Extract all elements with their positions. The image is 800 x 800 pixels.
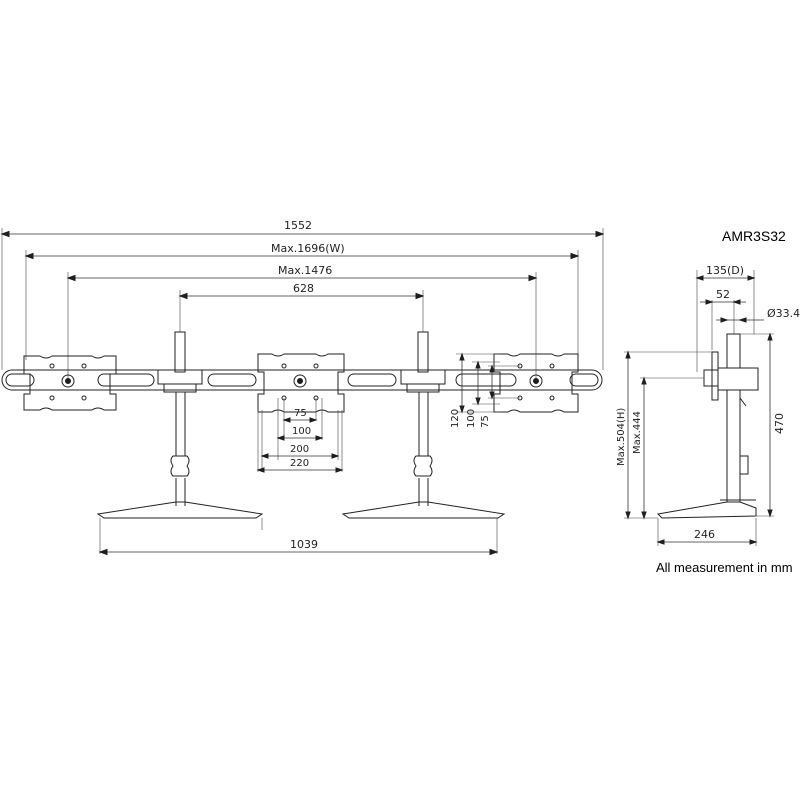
vert-100-label: 100: [466, 409, 477, 428]
vertical-plate-dimensions: 120 100 75: [450, 352, 520, 428]
dim-base-width-label: 1039: [290, 538, 318, 551]
dim-max-span-label: Max.1476: [278, 264, 332, 277]
model-label: AMR3S32: [722, 228, 786, 244]
vesa-plate-left: [23, 355, 117, 411]
vert-120-label: 120: [450, 409, 461, 428]
dim-max-width-label: Max.1696(W): [271, 242, 345, 255]
side-view: 135(D) 52 Ø33.4: [616, 264, 800, 546]
dim-vertical-side: Max.504(H) Max.444 470: [616, 332, 786, 520]
dim-max-span: Max.1476: [66, 264, 538, 378]
vert-75-label: 75: [480, 415, 491, 428]
dim-pole-spacing: 628: [178, 282, 425, 332]
dim-pole-diameter-label: Ø33.4: [767, 307, 800, 320]
dim-max-width: Max.1696(W): [24, 242, 580, 360]
dim-base-depth: 246: [656, 518, 758, 546]
dim-pole-height-label: 470: [773, 413, 786, 434]
vesa-75-label: 75: [294, 408, 307, 419]
dim-max-height-label: Max.504(H): [616, 408, 627, 466]
vesa-100-label: 100: [292, 426, 311, 437]
vesa-plate-center: [257, 353, 345, 413]
front-view: 1552 Max.1696(W) Max.1476 628: [0, 219, 605, 556]
measurement-note: All measurement in mm: [656, 560, 793, 575]
dim-base-depth-label: 246: [694, 528, 715, 541]
dim-offset-label: 52: [716, 288, 730, 301]
dim-max-444-label: Max.444: [632, 411, 643, 454]
dim-base-width: 1039: [98, 538, 499, 556]
dim-pole-diameter: Ø33.4: [716, 307, 800, 323]
right-stand: [341, 331, 506, 554]
side-stand: [656, 333, 759, 519]
plate-200-label: 200: [290, 444, 309, 455]
crossbar: [1, 369, 603, 391]
plate-220-label: 220: [290, 458, 309, 469]
dim-depth: 135(D): [695, 264, 756, 372]
left-stand: [96, 331, 264, 554]
dim-depth-label: 135(D): [706, 264, 744, 277]
dim-pole-spacing-label: 628: [293, 282, 314, 295]
vesa-plate-right: [493, 353, 579, 413]
dim-offset: 52: [700, 288, 746, 350]
dim-overall-width-label: 1552: [284, 219, 312, 232]
vesa-dimensions: 75 100 200 220: [256, 398, 344, 473]
dim-overall-width: 1552: [0, 219, 605, 370]
